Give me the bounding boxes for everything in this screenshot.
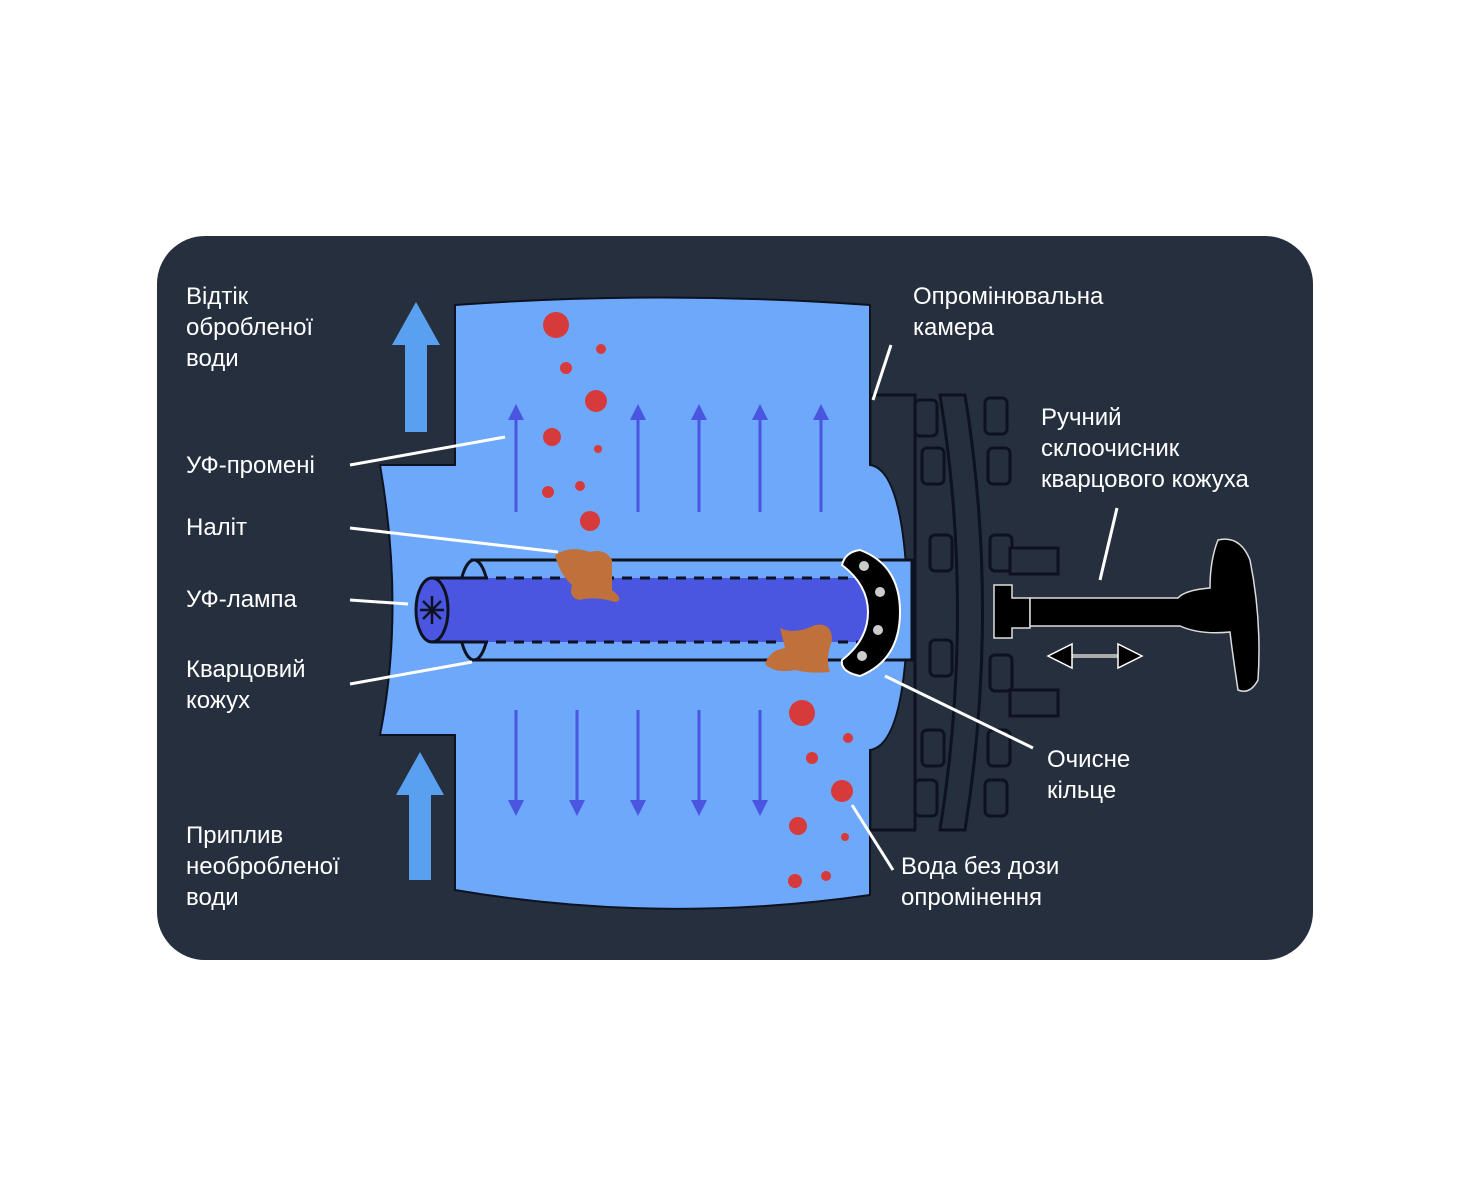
leader-lines (349, 344, 1119, 871)
bolt-icon (913, 396, 1060, 818)
uv-rays-up (508, 404, 829, 512)
label-deposit: Наліт (186, 514, 247, 541)
uv-rays-down (508, 710, 768, 816)
deposit-blob (765, 624, 832, 673)
pathogen-icon (542, 312, 853, 888)
label-uv-rays: УФ-промені (186, 452, 315, 479)
double-arrow-icon (1046, 642, 1144, 670)
inflow-arrow-icon (396, 752, 444, 880)
wiper-handle[interactable] (993, 538, 1260, 692)
outflow-arrow-icon (392, 302, 440, 432)
wiper-ring (840, 548, 902, 678)
label-uv-lamp: УФ-лампа (186, 586, 298, 613)
lamp-star-icon (420, 596, 444, 624)
deposit-blob (555, 549, 620, 602)
